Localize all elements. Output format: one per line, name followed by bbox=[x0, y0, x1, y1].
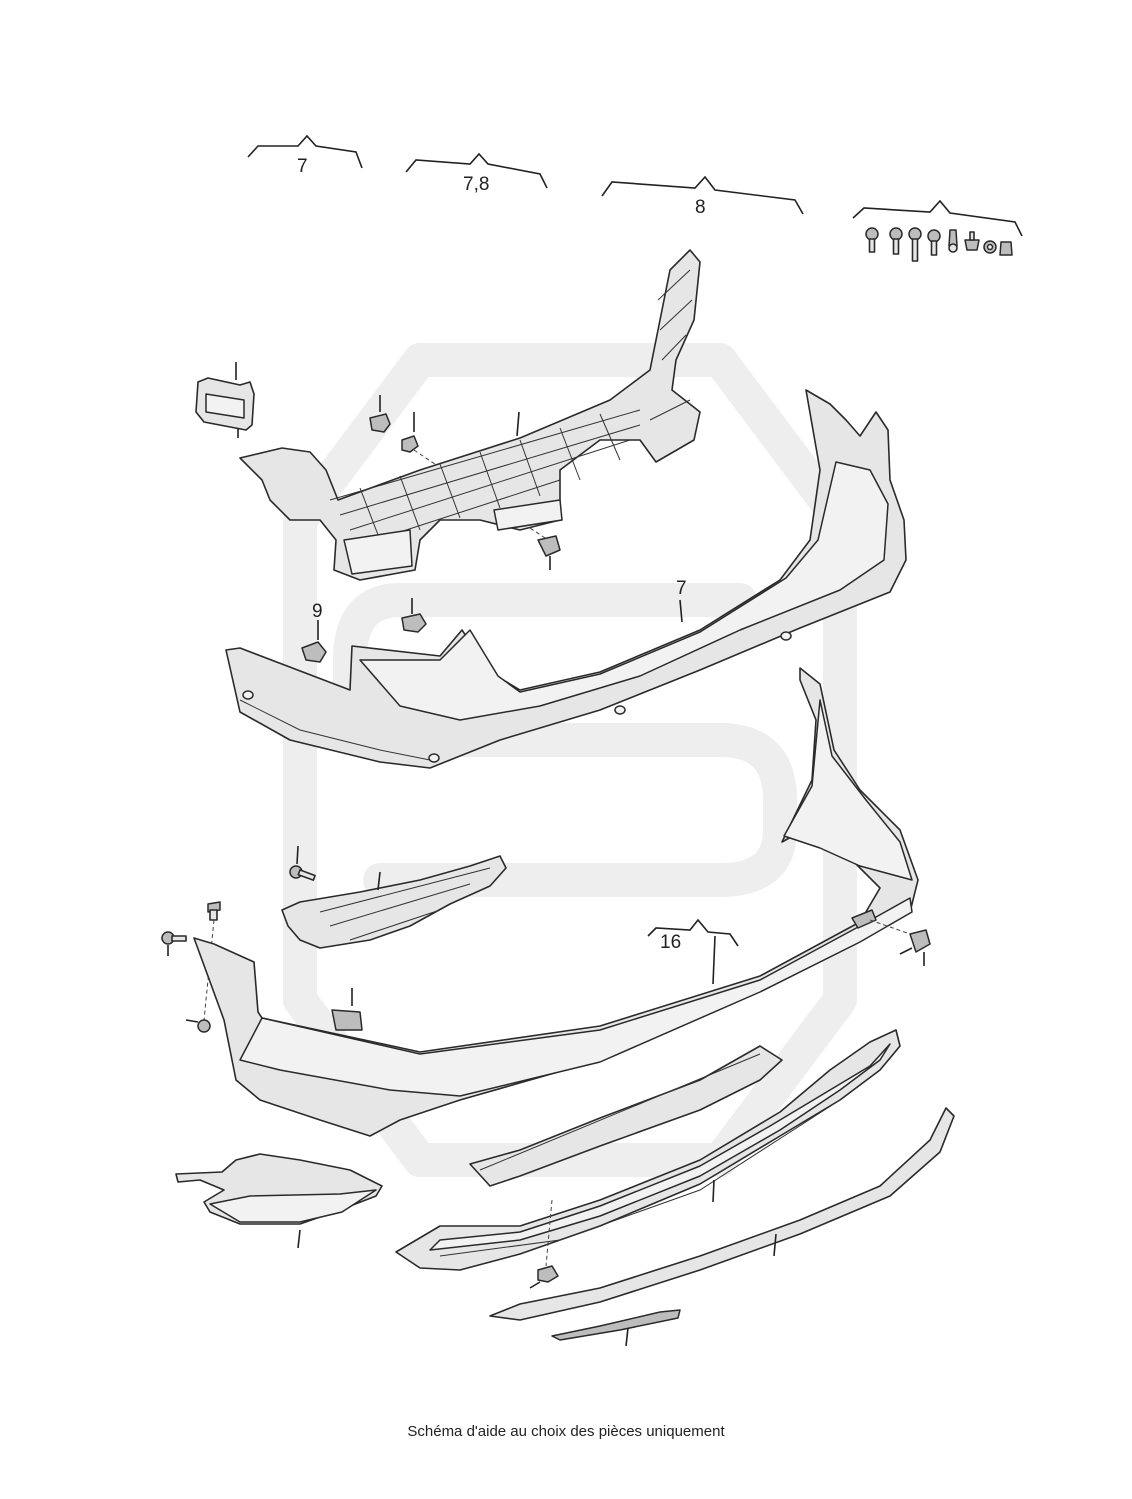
callout-label: 9 bbox=[312, 601, 323, 622]
callout-label: 7,8 bbox=[463, 174, 489, 195]
callout-bracket-top-middle: 7,8 bbox=[405, 152, 548, 195]
bolt-part bbox=[289, 845, 316, 881]
callout-label: 7 bbox=[297, 156, 308, 177]
screw-part bbox=[161, 931, 187, 956]
side-bracket-part bbox=[281, 855, 507, 949]
nut-fastener-part bbox=[401, 598, 427, 633]
chrome-strip-part bbox=[551, 1309, 681, 1347]
callout-bracket-top-left: 7 bbox=[247, 134, 363, 177]
bumper-cover-upper-part: 7 bbox=[225, 389, 907, 769]
bolt-clip-part bbox=[537, 535, 561, 570]
callout-bracket-fasteners bbox=[852, 199, 1023, 237]
bumper-reinforcement-beam-part bbox=[239, 249, 701, 581]
reflector-insert-part bbox=[331, 988, 363, 1031]
tow-hook-cap-part bbox=[899, 929, 931, 966]
fastener-set-icon bbox=[865, 227, 1013, 262]
callout-label: 16 bbox=[660, 932, 681, 953]
screw-part bbox=[185, 1019, 211, 1033]
clip-9-part: 9 bbox=[301, 601, 327, 663]
callout-bracket-16: 16 bbox=[647, 918, 739, 985]
upper-left-bracket-part bbox=[195, 362, 255, 438]
callout-bracket-top-right: 8 bbox=[601, 175, 804, 218]
bumper-cover-lower-part bbox=[193, 667, 919, 1137]
lower-trim-strip-upper-part bbox=[469, 1045, 783, 1187]
screw-part bbox=[207, 901, 221, 921]
grommet-part bbox=[529, 1265, 559, 1289]
exhaust-tip-part bbox=[175, 1153, 383, 1249]
callout-label: 8 bbox=[695, 197, 706, 218]
clip-nut-part bbox=[369, 395, 391, 433]
lower-trim-strip-long-part bbox=[489, 1107, 955, 1321]
diffuser-part bbox=[395, 1029, 901, 1271]
footer-disclaimer: Schéma d'aide au choix des pièces unique… bbox=[407, 1423, 725, 1440]
callout-label: 7 bbox=[676, 578, 687, 599]
